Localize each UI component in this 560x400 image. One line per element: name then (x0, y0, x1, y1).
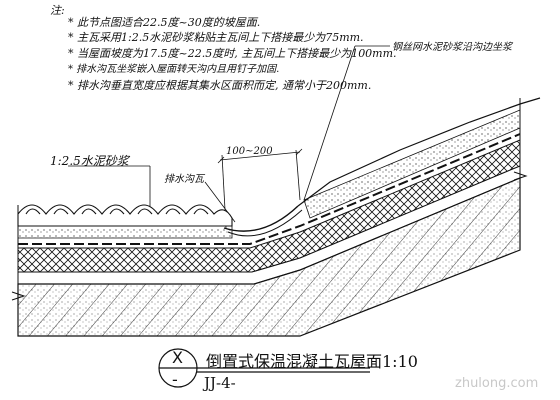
slope-top-surface (297, 97, 541, 207)
mortar-ratio-label: 1:2.5水泥砂浆 (50, 154, 129, 168)
mesh-mortar-label: 钢丝网水泥砂浆沿沟边坐浆 (392, 42, 512, 53)
mortar-bed (17, 225, 233, 239)
drawing-number-dash: - (172, 370, 178, 389)
roof-tiles (17, 204, 233, 227)
waterproof-membrane (18, 133, 521, 245)
dimension-label: 100~200 (226, 146, 273, 157)
note-2: * 主瓦采用1:2.5水泥砂浆粘贴主瓦间上下搭接最少为75mm. (68, 31, 364, 44)
note-5: * 排水沟垂直宽度应根据其集水区面积而定, 通常小于200mm. (68, 79, 372, 92)
notes-heading: 注: (50, 4, 65, 17)
drain-tile-label: 排水沟瓦 (164, 174, 204, 185)
drain-gutter (223, 205, 299, 232)
drawing-number: JJ-4- (204, 374, 236, 392)
watermark: zhulong.com (455, 376, 539, 391)
detail-number: X (172, 348, 183, 367)
title-block (158, 348, 370, 388)
note-3: * 当屋面坡度为17.5度~22.5度时, 主瓦间上下搭接最少为100mm. (68, 47, 397, 60)
note-4: * 排水沟瓦坐浆嵌入屋面转天沟内且用钉子加固. (68, 64, 280, 75)
note-1: * 此节点图适合22.5度~30度的坡屋面. (68, 16, 261, 29)
break-line-right (513, 98, 528, 250)
drawing-title: 倒置式保温混凝土瓦屋面1:10 (206, 352, 418, 371)
break-line-left (11, 205, 26, 336)
